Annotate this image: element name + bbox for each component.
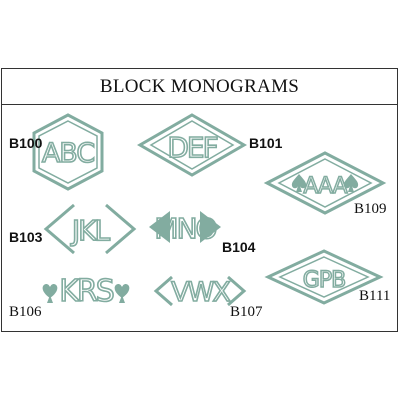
spade-icon bbox=[291, 174, 307, 192]
monogram-letters: DEF bbox=[167, 131, 217, 164]
monogram-letters: JKL bbox=[70, 214, 111, 247]
monogram-chart: BLOCK MONOGRAMS ABC DEF bbox=[1, 68, 398, 332]
spade-icon bbox=[343, 174, 359, 192]
monogram-letters: GPB bbox=[303, 268, 345, 293]
code-label: B109 bbox=[354, 201, 387, 217]
chart-title: BLOCK MONOGRAMS bbox=[2, 69, 397, 105]
monogram-artwork: ABC DEF AAA JKL bbox=[32, 113, 387, 310]
monogram-b101: DEF bbox=[136, 113, 248, 177]
monogram-b111: GPB bbox=[264, 249, 384, 305]
heart-icon bbox=[42, 284, 58, 303]
monogram-letters: AAA bbox=[303, 174, 347, 199]
monogram-letters: ABC bbox=[42, 138, 95, 169]
code-label: B104 bbox=[222, 239, 256, 255]
heart-icon bbox=[114, 284, 130, 303]
left-triangle-ornament bbox=[149, 211, 170, 243]
code-label: B107 bbox=[230, 304, 263, 320]
monogram-b107: VWX bbox=[153, 275, 247, 309]
monogram-letters: KRS bbox=[59, 274, 114, 309]
code-label: B111 bbox=[359, 288, 391, 304]
monogram-grid: ABC DEF AAA JKL bbox=[2, 105, 399, 333]
code-label: B106 bbox=[9, 304, 42, 320]
monogram-b109: AAA bbox=[263, 151, 387, 215]
right-triangle-ornament bbox=[200, 211, 221, 243]
monogram-b106: KRS bbox=[58, 273, 116, 310]
code-label: B100 bbox=[9, 135, 43, 151]
monogram-b103: JKL bbox=[43, 203, 137, 255]
code-label: B103 bbox=[9, 229, 43, 245]
monogram-b100: ABC bbox=[32, 113, 104, 191]
code-label: B101 bbox=[249, 135, 283, 151]
monogram-letters: VWX bbox=[171, 277, 230, 308]
